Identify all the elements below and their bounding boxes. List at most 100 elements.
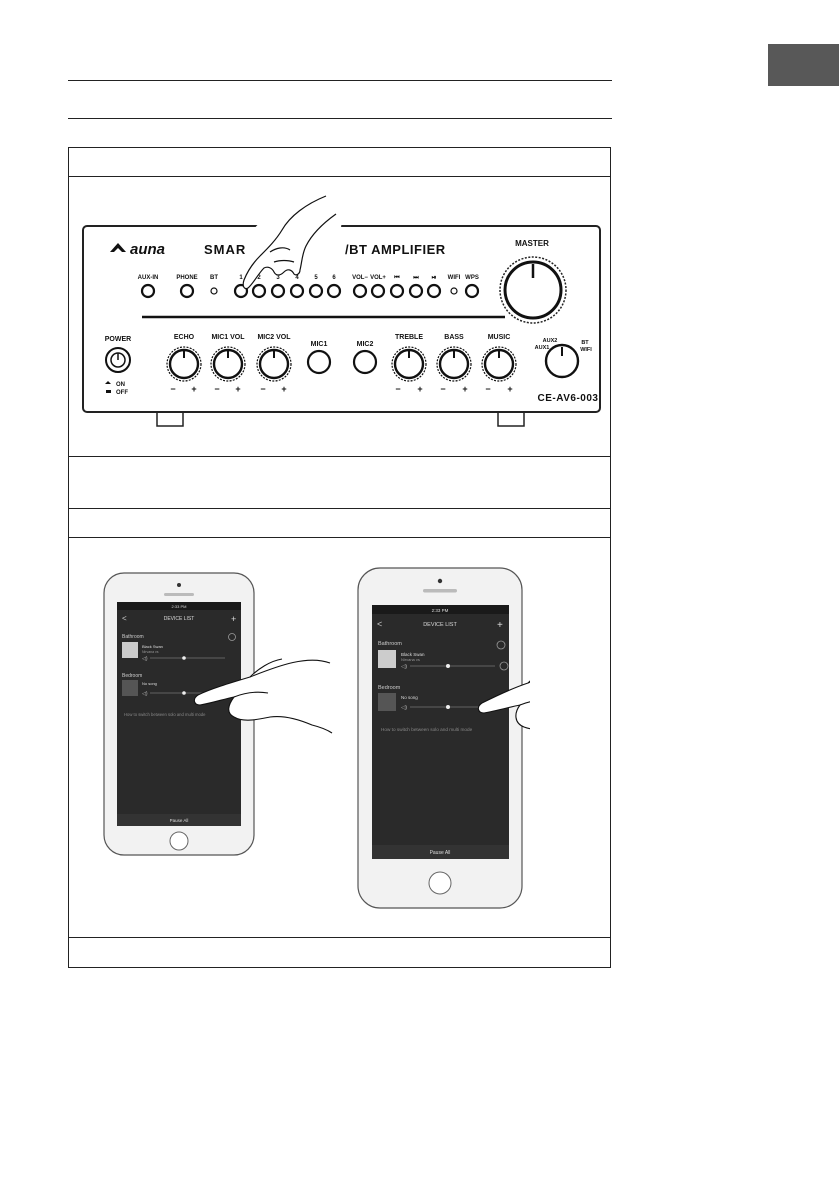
- label-preset-4: 4: [295, 275, 299, 281]
- phone-right-screen: [372, 605, 509, 859]
- phone-right-speaker: [423, 589, 457, 593]
- bass-label: BASS: [444, 334, 464, 341]
- phone-left-song-artist: Nirvana vs: [142, 650, 159, 654]
- treble-knob[interactable]: [393, 348, 425, 380]
- label-preset-5: 5: [314, 275, 318, 281]
- phone-left-volume-thumb-2[interactable]: [182, 691, 186, 695]
- brand-text: auna: [130, 241, 165, 258]
- mic1-label: MIC1: [311, 341, 328, 348]
- phone-left-header-title: DEVICE LIST: [164, 616, 195, 622]
- mic2-vol-label: MIC2 VOL: [257, 334, 291, 341]
- table-row-divider: [69, 456, 610, 457]
- phone-right-room2-song: No song: [401, 695, 418, 700]
- phone-left-home-button[interactable]: [169, 831, 189, 851]
- phone-left-room1-settings-icon[interactable]: [228, 633, 236, 641]
- preset-5-button[interactable]: [308, 283, 324, 299]
- master-knob[interactable]: [503, 260, 563, 320]
- phone-right-room1-settings-icon[interactable]: [496, 640, 506, 650]
- mic1-vol-knob[interactable]: [212, 348, 244, 380]
- preset-6-button[interactable]: [326, 283, 342, 299]
- previous-button[interactable]: [389, 283, 405, 299]
- phone-left-hand-illustration: [193, 658, 333, 734]
- phone-right-speaker-icon-2: ◁): [401, 705, 407, 711]
- phone-right-room2-name: Bedroom: [378, 685, 401, 691]
- treble-minus: −: [395, 384, 400, 394]
- echo-label: ECHO: [174, 334, 195, 341]
- label-play-pause: ⏯: [432, 275, 437, 281]
- power-label: POWER: [105, 336, 131, 343]
- phone-right-volume-thumb-2[interactable]: [446, 705, 450, 709]
- echo-knob[interactable]: [168, 348, 200, 380]
- bass-knob[interactable]: [438, 348, 470, 380]
- phone-left-speaker: [164, 593, 194, 596]
- selector-wifi-label: WIFI: [580, 347, 592, 353]
- hand-pointer-illustration: [242, 195, 337, 290]
- phone-left-screen: [117, 602, 241, 826]
- treble-plus: +: [417, 384, 422, 394]
- amplifier-title-right: /BT AMPLIFIER: [345, 242, 446, 257]
- power-on-arrow-icon: [105, 381, 111, 384]
- phone-right-camera: [437, 578, 443, 584]
- phone-right-header-title: DEVICE LIST: [423, 622, 457, 628]
- phone-right-footer-bar: [372, 845, 509, 859]
- mic1-jack[interactable]: [306, 349, 332, 375]
- vol-up-button[interactable]: [370, 283, 386, 299]
- mic2-vol-minus: −: [260, 384, 265, 394]
- phone-right-home-button[interactable]: [428, 871, 452, 895]
- next-button[interactable]: [408, 283, 424, 299]
- chapter-tab-marker: [768, 44, 839, 86]
- echo-minus: −: [170, 384, 175, 394]
- phone-right-volume-thumb-1[interactable]: [446, 664, 450, 668]
- phone-button[interactable]: [179, 283, 195, 299]
- play-pause-button[interactable]: [426, 283, 442, 299]
- phone-left-room2-song: No song: [142, 681, 157, 686]
- phone-left-song-title: Black Swan: [142, 644, 163, 649]
- amplifier-front-panel-illustration: auna SMAR /BT AMPLIFIER MASTER AUX-IN PH…: [82, 195, 601, 427]
- power-off-marker-icon: [106, 390, 111, 393]
- label-vol-up: VOL+: [370, 275, 386, 281]
- label-preset-1: 1: [239, 275, 243, 281]
- mic2-vol-knob[interactable]: [258, 348, 290, 380]
- master-label: MASTER: [515, 239, 549, 248]
- phone-left-room1-name: Bathroom: [122, 634, 144, 640]
- mic2-jack[interactable]: [352, 349, 378, 375]
- phone-right-room2-art: [378, 693, 396, 711]
- phone-left-status-time: 2:33 PM: [172, 604, 187, 609]
- phone-left-add-icon[interactable]: +: [231, 614, 236, 624]
- vol-down-button[interactable]: [352, 283, 368, 299]
- bass-minus: −: [440, 384, 445, 394]
- phone-right-link-icon[interactable]: [499, 661, 509, 671]
- source-selector-knob[interactable]: [544, 343, 580, 379]
- phone-left-pause-all-button[interactable]: Pause All: [170, 818, 189, 823]
- phone-right-album-art: [378, 650, 396, 668]
- preset-2-button[interactable]: [251, 283, 267, 299]
- phone-right-room1-name: Bathroom: [378, 641, 402, 647]
- table-row-divider: [69, 937, 610, 938]
- power-on-label: ON: [116, 382, 125, 388]
- header-rule-bottom: [68, 118, 612, 119]
- phone-right-pause-all-button[interactable]: Pause All: [430, 850, 451, 856]
- label-preset-2: 2: [257, 275, 261, 281]
- table-row-divider: [69, 537, 610, 538]
- phone-left: 2:33 PM < DEVICE LIST + Bathroom Black S…: [103, 572, 333, 856]
- preset-3-button[interactable]: [270, 283, 286, 299]
- phone-left-back-icon[interactable]: <: [122, 614, 127, 623]
- label-preset-3: 3: [276, 275, 280, 281]
- mic1-vol-label: MIC1 VOL: [211, 334, 245, 341]
- music-minus: −: [485, 384, 490, 394]
- label-wifi: WIFI: [448, 275, 461, 281]
- phone-right-add-icon[interactable]: +: [497, 620, 503, 631]
- phone-left-room2-art: [122, 680, 138, 696]
- mic1-vol-plus: +: [235, 384, 240, 394]
- phone-right: 2:33 PM < DEVICE LIST + Bathroom Black S…: [357, 567, 530, 909]
- wps-button[interactable]: [464, 283, 480, 299]
- phone-left-album-art: [122, 642, 138, 658]
- preset-4-button[interactable]: [289, 283, 305, 299]
- music-knob[interactable]: [483, 348, 515, 380]
- phone-left-volume-thumb-1[interactable]: [182, 656, 186, 660]
- phone-right-back-icon[interactable]: <: [377, 619, 382, 629]
- phone-left-room2-name: Bedroom: [122, 673, 142, 679]
- selector-bt-label: BT: [581, 340, 589, 346]
- label-vol-down: VOL−: [352, 275, 368, 281]
- aux-in-button[interactable]: [140, 283, 156, 299]
